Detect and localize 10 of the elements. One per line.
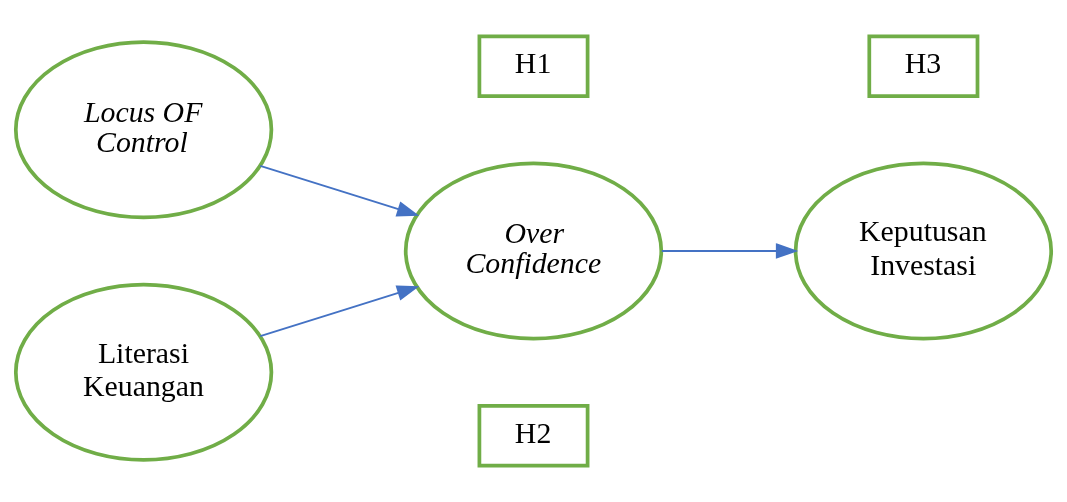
- node-ellipse: Locus OF Control: [13, 40, 274, 220]
- arrow: [660, 243, 799, 259]
- arrow: [259, 285, 420, 338]
- arrow: [259, 164, 420, 217]
- node-box: H2: [477, 403, 590, 468]
- node-box: H3: [867, 34, 980, 99]
- node-ellipse: Literasi Keuangan: [13, 282, 274, 462]
- node-box: H1: [477, 34, 590, 99]
- node-ellipse: Over Confidence: [403, 161, 664, 341]
- node-ellipse: Keputusan Investasi: [793, 161, 1054, 341]
